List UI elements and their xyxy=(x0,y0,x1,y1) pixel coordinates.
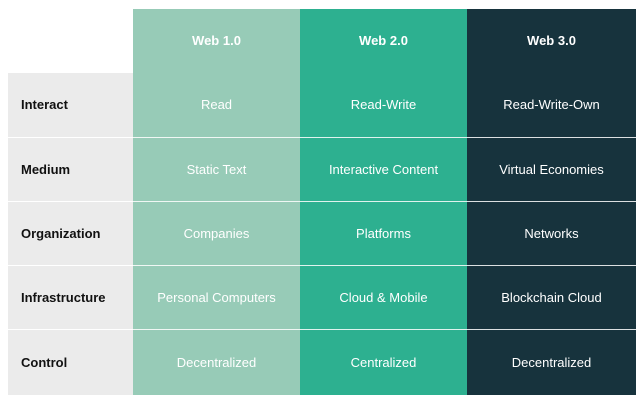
row-label-control: Control xyxy=(8,329,133,395)
cell-infrastructure-web1: Personal Computers xyxy=(133,265,300,329)
cell-infrastructure-web2: Cloud & Mobile xyxy=(300,265,467,329)
row-label-organization: Organization xyxy=(8,201,133,265)
row-label-infrastructure: Infrastructure xyxy=(8,265,133,329)
cell-control-web3: Decentralized xyxy=(467,329,636,395)
column-header-web3: Web 3.0 xyxy=(467,9,636,73)
cell-organization-web3: Networks xyxy=(467,201,636,265)
cell-interact-web3: Read-Write-Own xyxy=(467,73,636,137)
cell-medium-web3: Virtual Economies xyxy=(467,137,636,201)
column-header-web2: Web 2.0 xyxy=(300,9,467,73)
cell-medium-web1: Static Text xyxy=(133,137,300,201)
cell-interact-web2: Read-Write xyxy=(300,73,467,137)
cell-control-web2: Centralized xyxy=(300,329,467,395)
comparison-table: Web 1.0 Web 2.0 Web 3.0 Interact Read Re… xyxy=(8,9,636,395)
row-label-interact: Interact xyxy=(8,73,133,137)
cell-organization-web2: Platforms xyxy=(300,201,467,265)
row-label-medium: Medium xyxy=(8,137,133,201)
table-corner xyxy=(8,9,133,73)
cell-infrastructure-web3: Blockchain Cloud xyxy=(467,265,636,329)
column-header-web1: Web 1.0 xyxy=(133,9,300,73)
cell-medium-web2: Interactive Content xyxy=(300,137,467,201)
cell-organization-web1: Companies xyxy=(133,201,300,265)
cell-interact-web1: Read xyxy=(133,73,300,137)
cell-control-web1: Decentralized xyxy=(133,329,300,395)
